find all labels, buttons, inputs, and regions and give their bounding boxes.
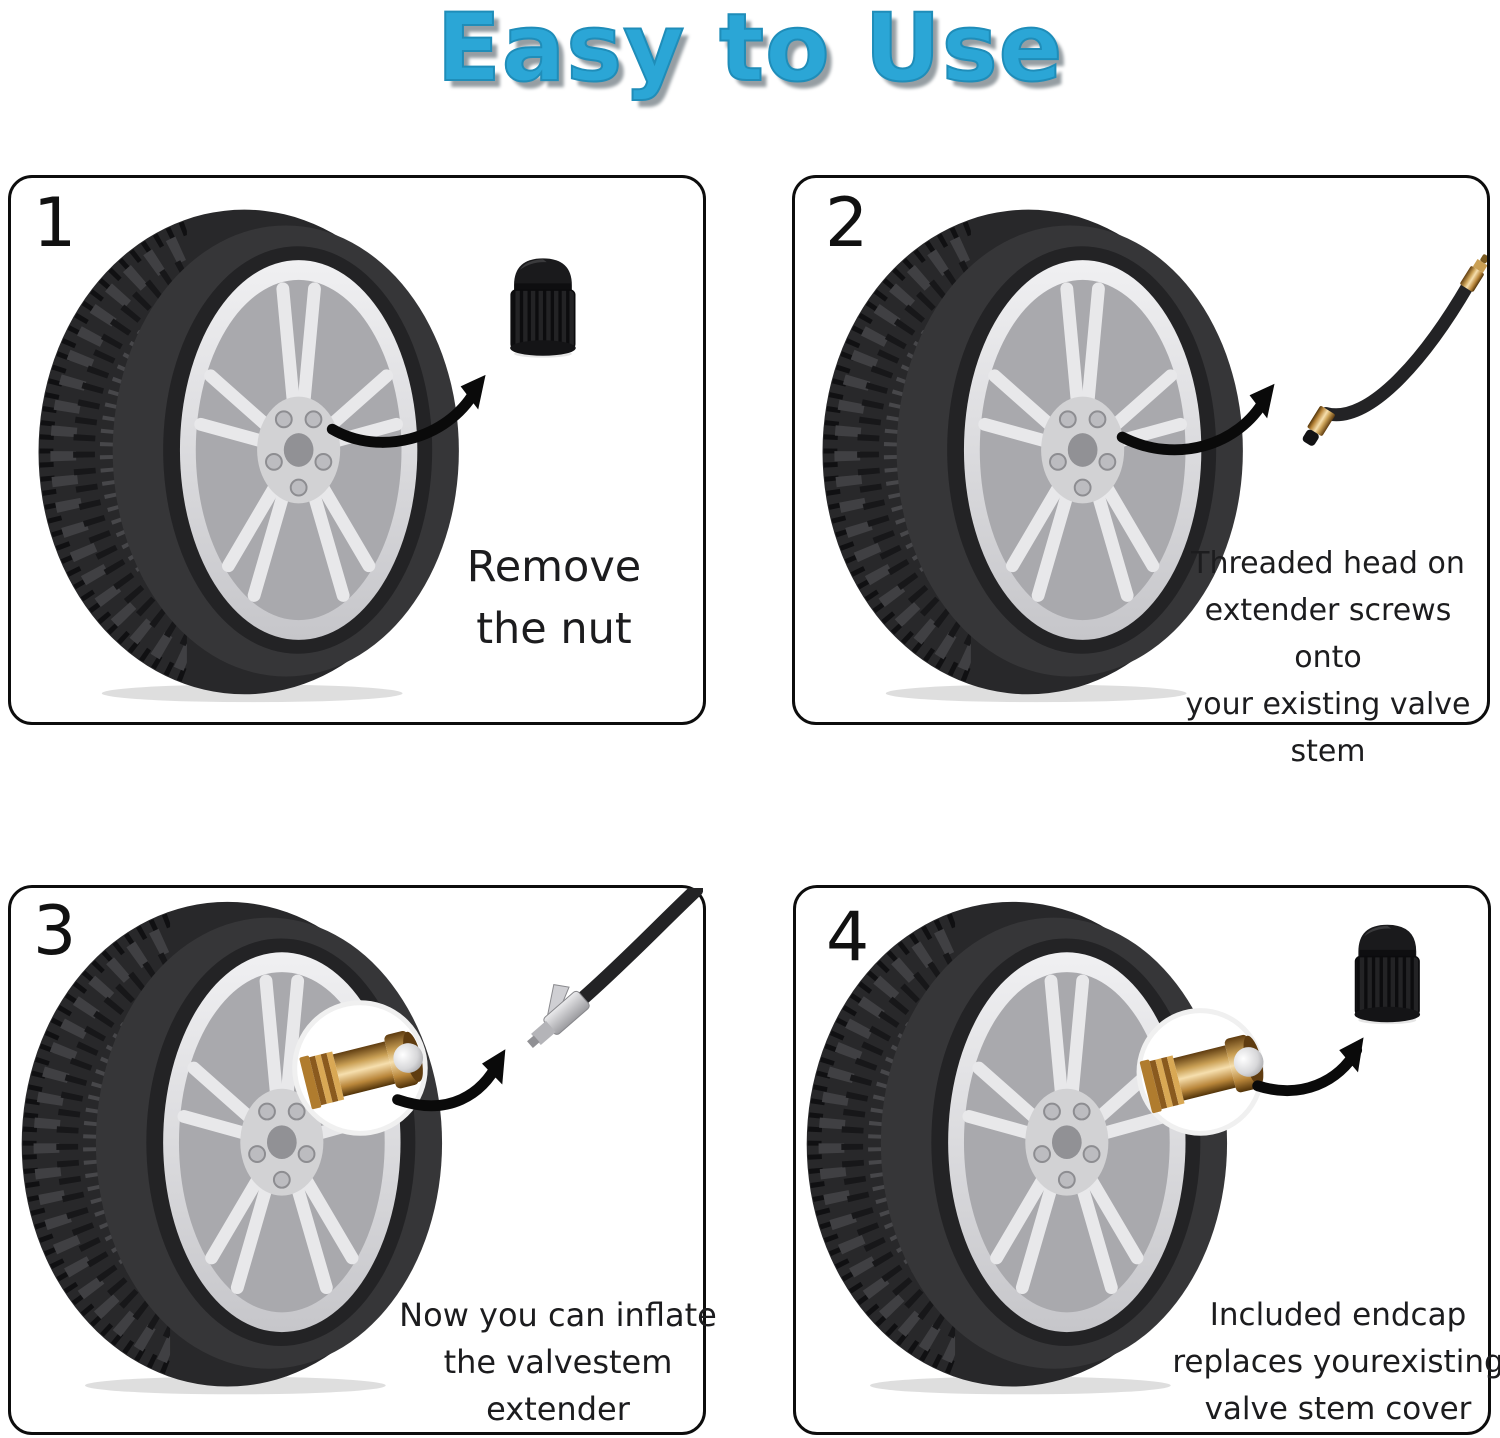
air-chuck-hose-icon — [527, 888, 703, 1049]
step-panel-4: 4 Included endcap replaces yourexisting … — [793, 885, 1500, 1435]
curved-arrow-icon — [326, 374, 486, 448]
step-number: 1 — [33, 184, 77, 263]
curved-arrow-icon — [1116, 383, 1275, 456]
tire-wheel-image — [39, 210, 459, 703]
tire-wheel-image — [807, 902, 1227, 1395]
step-panel-3: 3 Now you can inflate the valvestem exte… — [8, 885, 717, 1435]
step-caption: Threaded head on extender screws onto yo… — [1185, 546, 1471, 769]
curved-arrow-icon — [392, 1049, 506, 1112]
valve-cap-icon — [1353, 924, 1421, 1025]
step-4-graphic — [796, 888, 1421, 1432]
step-panel-2: 2 Threaded head on extender screws onto … — [792, 175, 1490, 769]
step-1-graphic — [11, 178, 577, 722]
step-caption: Now you can inflate the valvestem extend… — [399, 1296, 717, 1428]
page-title: Easy to Use — [436, 0, 1064, 104]
step-number: 3 — [33, 892, 77, 971]
step-number: 2 — [825, 184, 869, 263]
step-2-graphic — [795, 178, 1487, 722]
valve-cap-icon — [509, 257, 577, 359]
step-caption: Remove the nut — [466, 542, 642, 654]
step-panel-1: 1 Remove the nut — [8, 175, 706, 725]
step-caption: Included endcap replaces yourexisting va… — [1172, 1297, 1500, 1427]
hose-extender-icon — [1302, 254, 1487, 446]
tire-wheel-image — [22, 902, 442, 1395]
step-3-graphic — [11, 888, 703, 1432]
curved-arrow-icon — [1252, 1037, 1364, 1096]
step-number: 4 — [826, 898, 870, 977]
